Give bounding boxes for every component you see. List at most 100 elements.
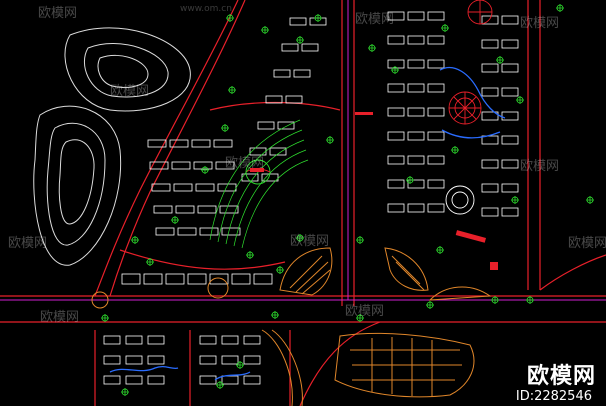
residential-building [149, 161, 169, 170]
residential-building [407, 203, 425, 213]
residential-building [125, 355, 143, 365]
tree-symbol-cross [228, 86, 236, 94]
residential-building [195, 183, 215, 192]
residential-building [501, 111, 519, 121]
tree-symbol-cross [131, 236, 139, 244]
tree-symbol-cross [356, 314, 364, 322]
tree-symbol-cross [451, 146, 459, 154]
residential-building [265, 95, 283, 104]
red-accents [250, 112, 498, 270]
brand-id-text: ID:2282546 [515, 389, 592, 404]
tree-symbol-cross [406, 176, 414, 184]
residential-building [501, 15, 519, 25]
watermark-bottom-left: 欧模网 [40, 310, 80, 325]
residential-building [427, 11, 445, 21]
residential-building [199, 335, 217, 345]
residential-building [151, 183, 171, 192]
residential-building [481, 111, 499, 121]
tree-symbol-cross [368, 44, 376, 52]
tree-symbol-cross [121, 388, 129, 396]
residential-building [427, 83, 445, 93]
residential-building [427, 59, 445, 69]
residential-building [199, 355, 217, 365]
watermark-top-right: 欧模网 [520, 16, 560, 31]
residential-building [501, 63, 519, 73]
residential-building [243, 335, 261, 345]
residential-building [217, 183, 237, 192]
tree-symbol-cross [226, 14, 234, 22]
residential-building [501, 159, 519, 169]
residential-building [501, 87, 519, 97]
residential-building [175, 205, 195, 214]
watermark-bottom-center: 欧模网 [345, 304, 385, 319]
residential-building [289, 17, 307, 26]
tree-symbol-cross [496, 56, 504, 64]
tree-symbol-cross [201, 166, 209, 174]
tree-symbol-cross [296, 36, 304, 44]
residential-building [427, 203, 445, 213]
residential-building [221, 227, 241, 236]
tree-symbol-cross [426, 301, 434, 309]
watermark-lower-right: 欧模网 [568, 236, 606, 251]
residential-building [221, 355, 239, 365]
residential-building [501, 207, 519, 217]
residential-building [387, 179, 405, 189]
residential-building [147, 355, 165, 365]
residential-building [501, 135, 519, 145]
residential-building [199, 227, 219, 236]
residential-building [481, 183, 499, 193]
residential-building [273, 69, 291, 78]
residential-building [219, 205, 239, 214]
residential-building [243, 355, 261, 365]
water-features [109, 66, 506, 381]
watermark-mid-right: 欧模网 [520, 159, 560, 174]
residential-building [301, 43, 319, 52]
tree-symbol-cross [216, 381, 224, 389]
residential-building [173, 183, 193, 192]
tree-symbol-cross [101, 314, 109, 322]
residential-building [281, 43, 299, 52]
residential-building [387, 59, 405, 69]
residential-building [387, 107, 405, 117]
residential-building [147, 375, 165, 385]
residential-building [407, 131, 425, 141]
residential-building [501, 183, 519, 193]
residential-building [501, 39, 519, 49]
residential-building [481, 39, 499, 49]
residential-building [407, 83, 425, 93]
residential-building [125, 335, 143, 345]
round-plazas [245, 0, 493, 215]
residential-building [171, 161, 191, 170]
residential-building [221, 375, 239, 385]
residential-building [249, 147, 267, 156]
residential-building [213, 139, 233, 148]
residential-building [169, 139, 189, 148]
park-fan [209, 119, 309, 249]
residential-building [387, 131, 405, 141]
residential-building [427, 131, 445, 141]
commercial-building [143, 273, 163, 285]
residential-building [481, 63, 499, 73]
contour-lines [33, 27, 191, 266]
commercial-building [231, 273, 251, 285]
watermark-top-center: 欧模网 [355, 12, 395, 27]
watermark-mid-center: 欧模网 [225, 156, 265, 171]
tree-symbol-cross [146, 258, 154, 266]
residential-building [125, 375, 143, 385]
tree-symbol-cross [326, 136, 334, 144]
residential-building [285, 95, 303, 104]
residential-building [153, 205, 173, 214]
residential-building [147, 335, 165, 345]
residential-building [197, 205, 217, 214]
tree-symbol-cross [441, 24, 449, 32]
residential-building [407, 59, 425, 69]
residential-building [277, 121, 295, 130]
residential-building [191, 139, 211, 148]
residential-building [155, 227, 175, 236]
tree-symbol-cross [586, 196, 594, 204]
commercial-building [187, 273, 207, 285]
residential-building [103, 355, 121, 365]
residential-building [199, 375, 217, 385]
